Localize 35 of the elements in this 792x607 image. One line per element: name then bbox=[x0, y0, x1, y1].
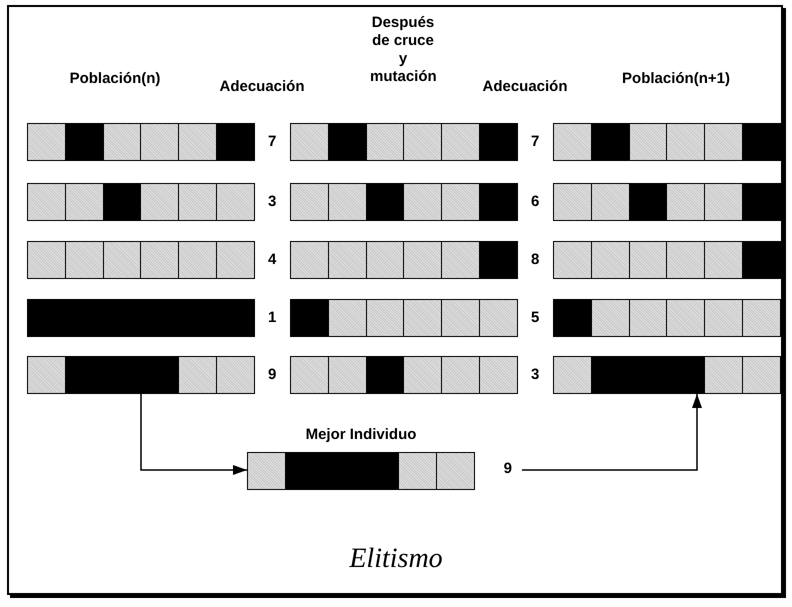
chromosome-bar bbox=[553, 356, 781, 394]
fitness-value: 3 bbox=[268, 193, 276, 211]
fitness-value: 1 bbox=[268, 309, 276, 327]
fitness-value: 7 bbox=[531, 133, 540, 151]
chromosome-bar bbox=[290, 123, 518, 161]
chromosome-bar bbox=[553, 241, 781, 279]
chromosome-bar bbox=[553, 183, 781, 221]
fitness-value: 4 bbox=[268, 251, 276, 269]
column-heading: Adecuación bbox=[481, 78, 569, 96]
chromosome-bar bbox=[27, 241, 255, 279]
chromosome-bar bbox=[27, 183, 255, 221]
chromosome-bar bbox=[27, 123, 255, 161]
fitness-value: 7 bbox=[268, 133, 276, 151]
chromosome-bar bbox=[290, 183, 518, 221]
fitness-value: 9 bbox=[268, 366, 276, 384]
fitness-value: 8 bbox=[531, 251, 540, 269]
chromosome-bar bbox=[290, 299, 518, 337]
fitness-value: 9 bbox=[504, 460, 512, 478]
fitness-value: 3 bbox=[531, 366, 540, 384]
caption: Elitismo bbox=[348, 542, 444, 576]
arrow bbox=[522, 394, 702, 471]
column-heading: Adecuación bbox=[218, 78, 306, 96]
column-heading: Población(n+1) bbox=[621, 70, 731, 88]
fitness-value: 6 bbox=[531, 193, 540, 211]
arrow bbox=[140, 394, 247, 475]
chromosome-bar bbox=[553, 123, 781, 161]
column-heading: Después de cruce y mutación bbox=[370, 14, 436, 86]
column-heading: Población(n) bbox=[68, 70, 162, 88]
chromosome-bar bbox=[27, 299, 255, 337]
chromosome-bar bbox=[290, 241, 518, 279]
chromosome-bar bbox=[27, 356, 255, 394]
best-individual-heading: Mejor Individuo bbox=[304, 426, 418, 444]
fitness-value: 5 bbox=[531, 309, 540, 327]
chromosome-bar bbox=[290, 356, 518, 394]
chromosome-bar bbox=[553, 299, 781, 337]
